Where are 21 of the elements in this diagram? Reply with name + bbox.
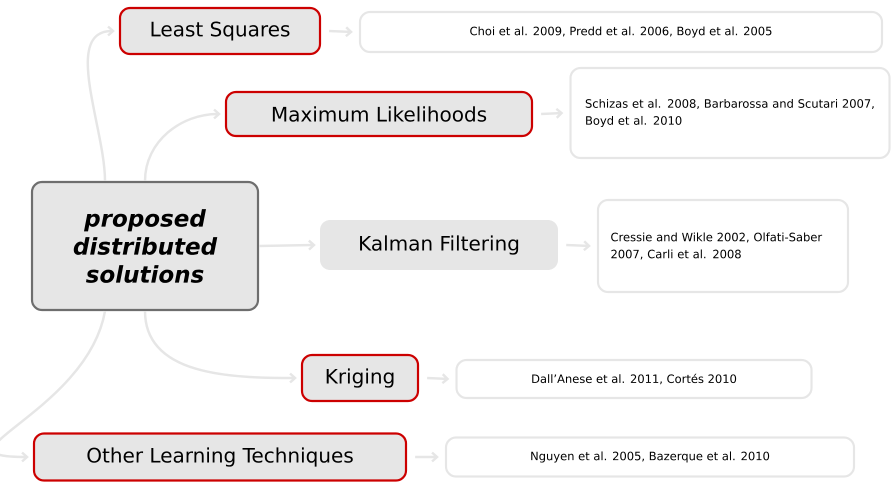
method-box: Maximum Likelihoods — [224, 90, 534, 138]
reference-box: Dall’Anese et al. 2011, Cortés 2010 — [455, 358, 813, 400]
reference-box: Choi et al. 2009, Predd et al. 2006, Boyd et al. 2005 — [358, 10, 884, 54]
arrow — [541, 108, 564, 119]
method-box: Other Learning Techniques — [32, 432, 408, 482]
arrow — [144, 310, 297, 384]
method-box: Kriging — [300, 354, 420, 402]
method-box: Kalman Filtering — [320, 220, 558, 270]
arrow — [329, 26, 353, 38]
arrow — [566, 240, 591, 252]
arrow — [86, 26, 115, 181]
arrow — [427, 373, 450, 384]
arrow — [144, 108, 221, 181]
arrow — [0, 310, 106, 462]
arrow — [415, 452, 439, 462]
arrow — [259, 240, 316, 251]
reference-box: Schizas et al. 2008, Barbarossa and Scutari 2007, Boyd et al. 2010 — [569, 66, 891, 160]
reference-box: Cressie and Wikle 2002, Olfati-Saber 2007, Carli et al. 2008 — [596, 198, 850, 294]
method-box: Least Squares — [118, 6, 322, 56]
topic-box: proposed distributed solutions — [30, 180, 260, 312]
reference-box: Nguyen et al. 2005, Bazerque et al. 2010 — [444, 436, 856, 478]
